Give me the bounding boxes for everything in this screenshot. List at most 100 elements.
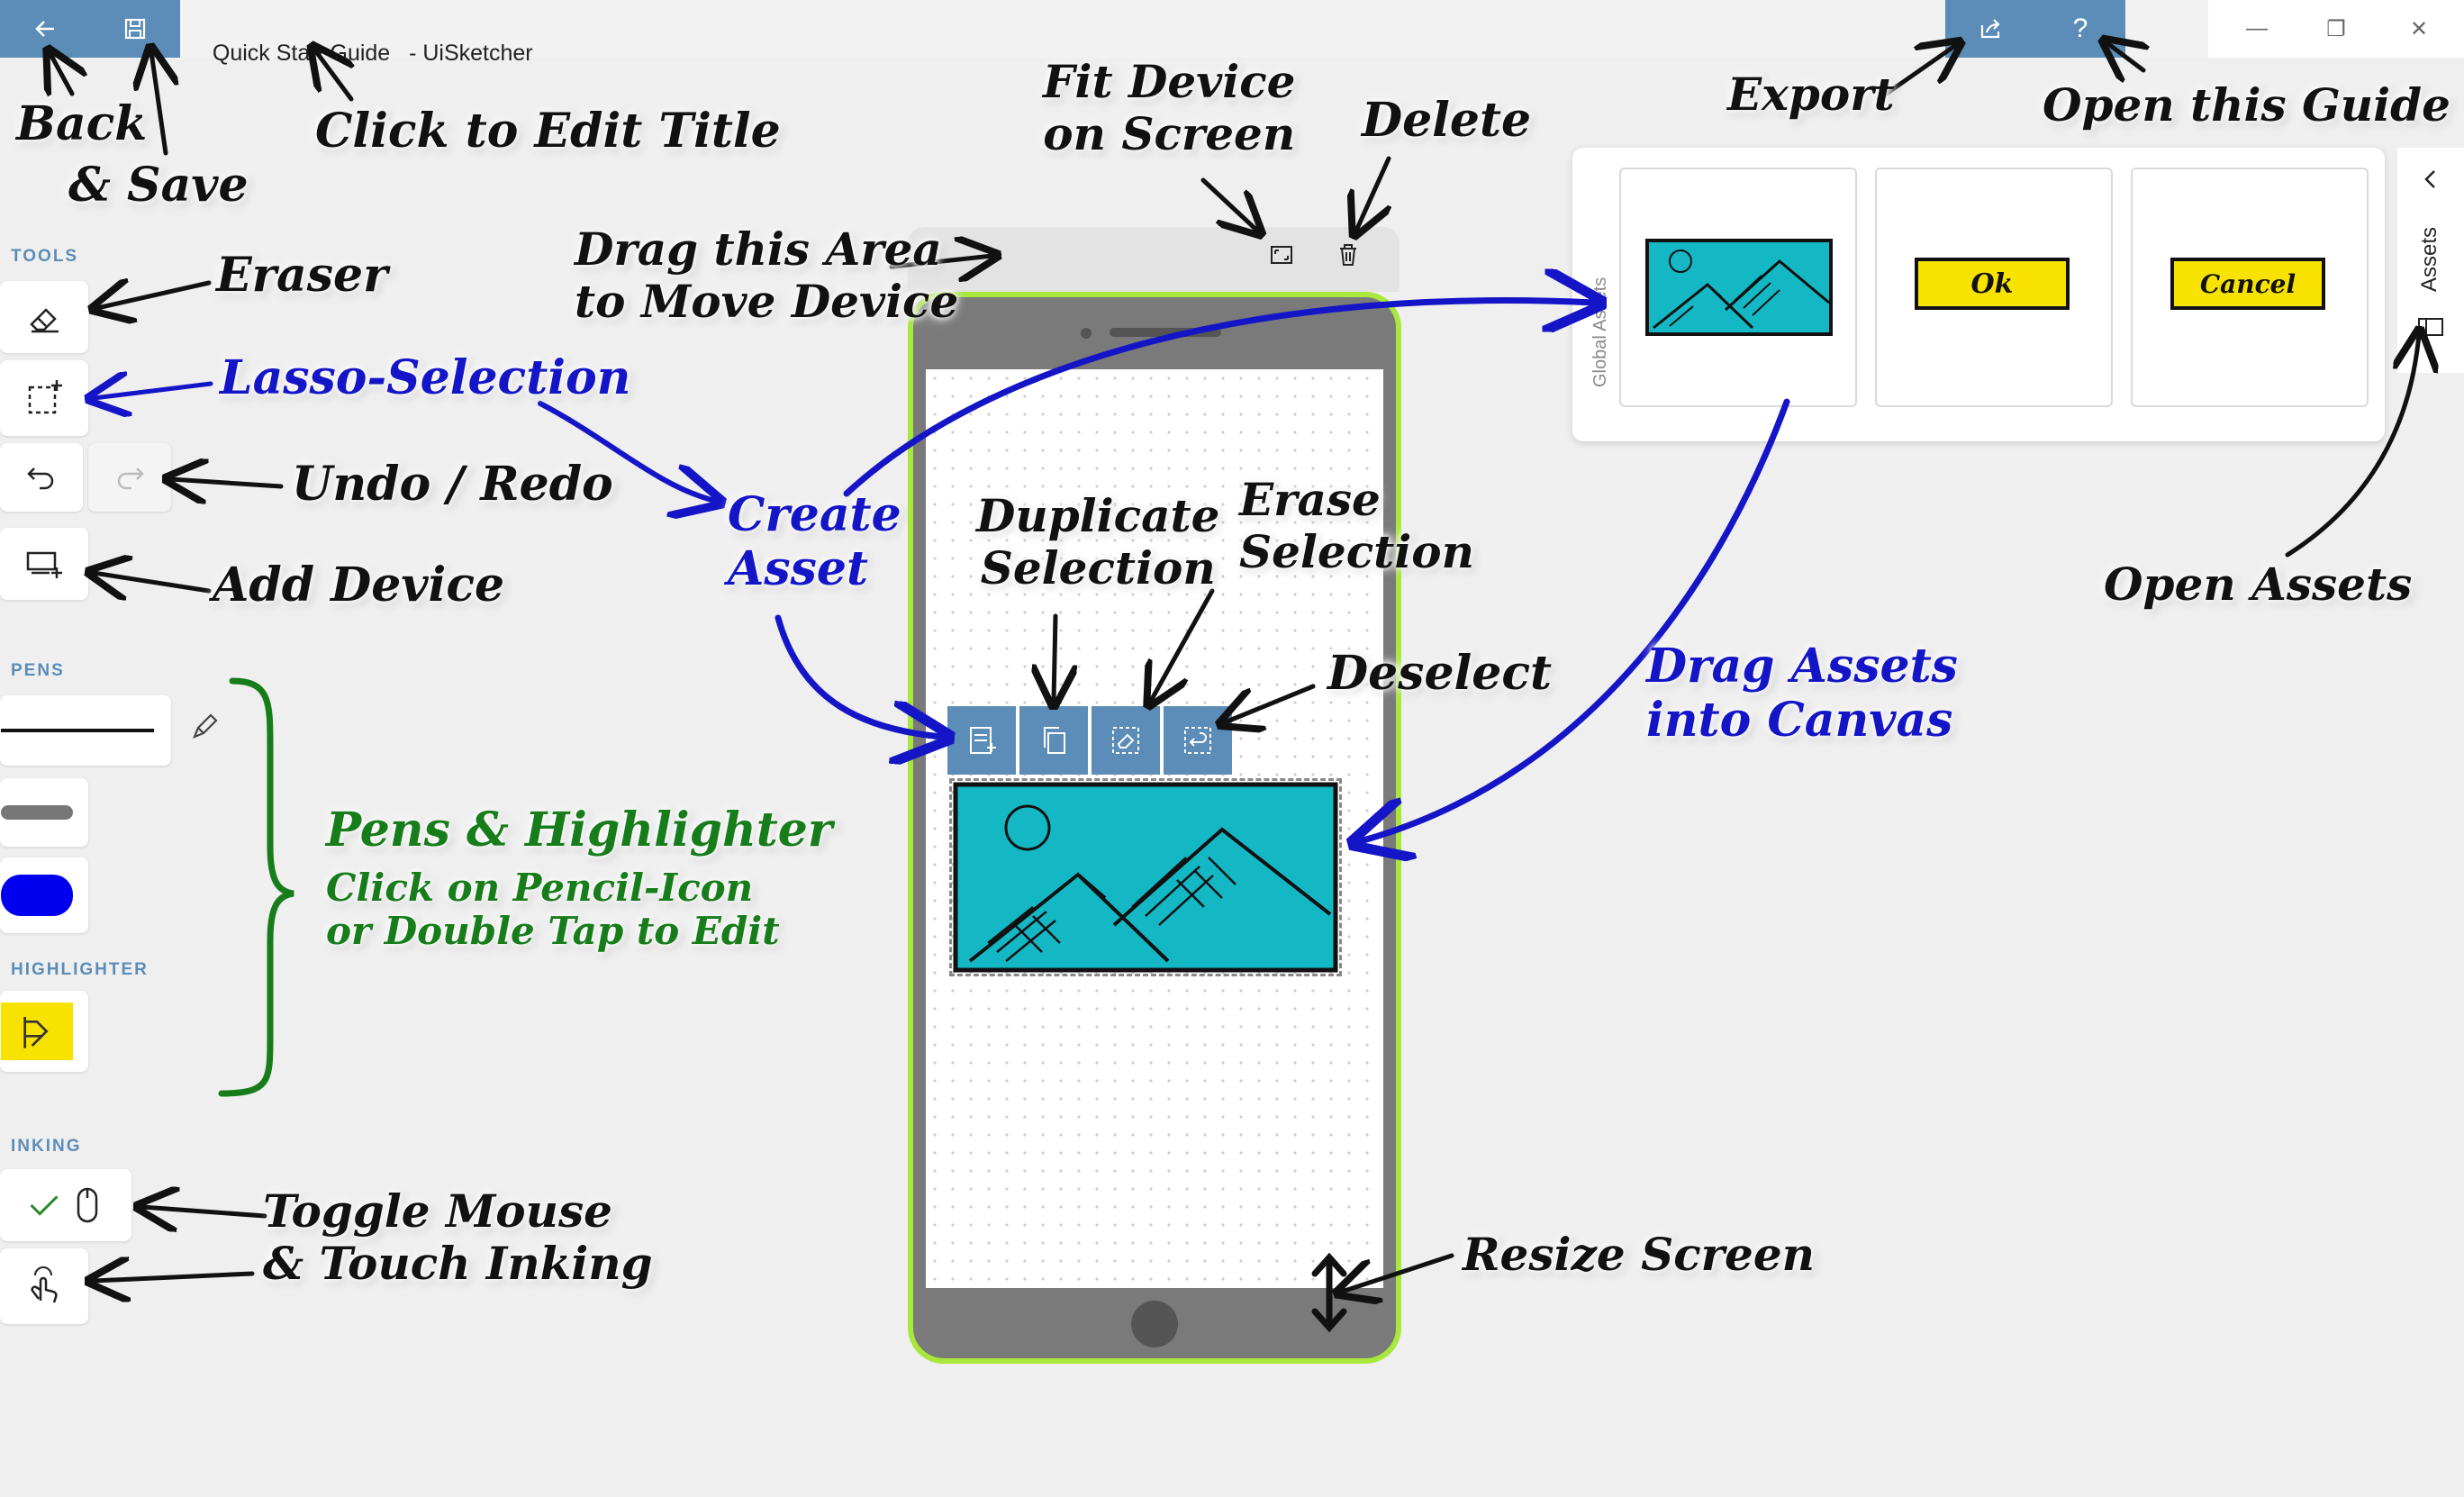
pens-brace: [218, 677, 294, 1097]
add-device-button[interactable]: [0, 528, 88, 600]
note-edit-title: Click to Edit Title: [315, 104, 781, 159]
note-add-device: Add Device: [213, 558, 505, 612]
touch-inking-toggle[interactable]: [0, 1248, 88, 1324]
eraser-icon: [30, 308, 59, 333]
note-create-asset: Create Asset: [728, 487, 901, 596]
arrow-drag-assets: [1360, 398, 1790, 841]
note-back: Back: [16, 96, 148, 151]
mouse-inking-toggle[interactable]: [0, 1169, 131, 1241]
close-icon: ✕: [2409, 16, 2429, 41]
device-camera: [1081, 328, 1092, 339]
blue-pen[interactable]: [0, 857, 88, 933]
note-pens-sub: Click on Pencil-Icon or Double Tap to Ed…: [326, 866, 780, 954]
note-resize-screen: Resize Screen: [1463, 1228, 1815, 1281]
arrow-open-assets: [2285, 335, 2419, 558]
arrow-resize: [1342, 1253, 1454, 1292]
erase-selection-button[interactable]: [1092, 706, 1160, 775]
inking-section-label: INKING: [11, 1137, 82, 1156]
note-delete: Delete: [1362, 93, 1532, 148]
add-device-icon: [26, 551, 62, 578]
arrow-toggle-touch: [94, 1274, 255, 1281]
ok-sketch-button: Ok: [1915, 258, 2070, 310]
blue-pen-swatch: [1, 875, 73, 916]
arrow-create-to-assets: [843, 301, 1594, 497]
note-open-guide: Open this Guide: [2043, 78, 2450, 132]
note-open-assets: Open Assets: [2104, 558, 2413, 611]
restore-button[interactable]: ❐: [2287, 0, 2385, 58]
arrow-undo: [171, 479, 284, 486]
arrow-fit: [1200, 177, 1257, 231]
redo-icon: [117, 467, 144, 490]
note-fit-device: Fit Device on Screen: [1043, 55, 1296, 160]
back-arrow-icon: [35, 21, 54, 37]
create-asset-button[interactable]: [947, 706, 1016, 775]
device-home-button: [1131, 1301, 1178, 1347]
landscape-sketch[interactable]: [952, 781, 1339, 974]
black-pen[interactable]: [0, 695, 171, 766]
arrow-back: [50, 54, 72, 94]
undo-icon: [27, 467, 54, 490]
fit-device-button[interactable]: [1266, 240, 1297, 275]
tools-section-label: TOOLS: [11, 247, 79, 266]
arrow-lasso: [94, 384, 213, 398]
help-icon: ?: [2072, 14, 2088, 43]
pencil-icon: [193, 713, 218, 739]
redo-button[interactable]: [88, 443, 171, 512]
asset-landscape-thumbnail: [1645, 239, 1833, 336]
note-save: & Save: [68, 158, 249, 213]
pens-section-label: PENS: [11, 661, 65, 680]
arrow-eraser: [97, 283, 212, 308]
note-lasso: Lasso-Selection: [220, 350, 631, 405]
note-deselect: Deselect: [1327, 646, 1553, 701]
checkmark-icon: [30, 1195, 59, 1216]
deselect-icon: [1184, 727, 1211, 754]
arrow-title: [315, 50, 351, 102]
arrow-save: [151, 52, 166, 156]
note-undo-redo: Undo / Redo: [292, 457, 613, 512]
lasso-selection-tool[interactable]: [0, 360, 88, 436]
edit-pen-button[interactable]: [189, 712, 220, 747]
restore-icon: ❐: [2326, 16, 2346, 41]
arrow-lasso-create: [538, 401, 715, 501]
cancel-label: Cancel: [2199, 268, 2296, 299]
highlighter-tool[interactable]: [0, 991, 88, 1072]
eraser-tool[interactable]: [0, 281, 88, 353]
asset-card-ok-button[interactable]: Ok: [1875, 168, 2113, 407]
duplicate-selection-button[interactable]: [1019, 706, 1088, 775]
fit-screen-icon: [1271, 246, 1292, 264]
mouse-icon: [77, 1187, 98, 1223]
chevron-left-icon[interactable]: [2417, 166, 2444, 193]
close-button[interactable]: ✕: [2374, 0, 2464, 58]
note-erase-selection: Erase Selection: [1239, 473, 1474, 578]
erase-selection-icon: [1112, 727, 1139, 754]
duplicate-icon: [1044, 727, 1065, 754]
gray-pen[interactable]: [0, 778, 88, 847]
cancel-sketch-button: Cancel: [2170, 258, 2325, 310]
highlighter-icon: [23, 1017, 49, 1048]
note-duplicate: Duplicate Selection: [976, 489, 1220, 594]
note-toggle-inking: Toggle Mouse & Touch Inking: [263, 1184, 653, 1290]
note-drag-assets: Drag Assets into Canvas: [1646, 639, 1958, 748]
arrow-duplicate: [1054, 613, 1055, 701]
arrow-export: [1876, 45, 1956, 102]
arrow-guide: [2107, 43, 2143, 70]
create-asset-icon: [970, 727, 996, 754]
arrow-drag-area: [889, 256, 992, 267]
arrow-add-device: [94, 573, 212, 591]
note-export: Export: [1727, 68, 1895, 121]
gray-pen-swatch: [1, 805, 73, 820]
device-speaker: [1110, 328, 1221, 337]
asset-card-cancel-button[interactable]: Cancel: [2131, 168, 2369, 407]
highlighter-section-label: HIGHLIGHTER: [11, 960, 149, 979]
arrow-deselect: [1225, 684, 1316, 722]
undo-button[interactable]: [0, 443, 83, 512]
note-drag-area: Drag this Area to Move Device: [575, 222, 959, 328]
asset-card-landscape[interactable]: [1619, 168, 1857, 407]
lasso-icon: [28, 380, 62, 414]
touch-icon: [31, 1266, 58, 1303]
arrow-toggle-mouse: [142, 1207, 267, 1216]
selection-box[interactable]: [949, 778, 1342, 976]
save-icon: [124, 18, 146, 40]
arrow-erase: [1151, 588, 1215, 701]
